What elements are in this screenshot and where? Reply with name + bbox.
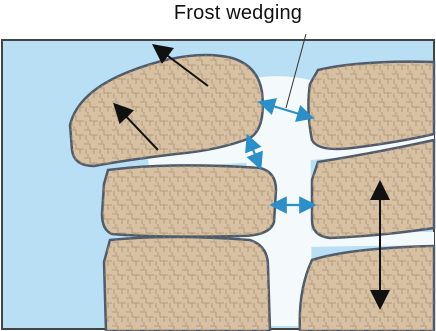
frost-wedging-label: Frost wedging [0,2,436,25]
